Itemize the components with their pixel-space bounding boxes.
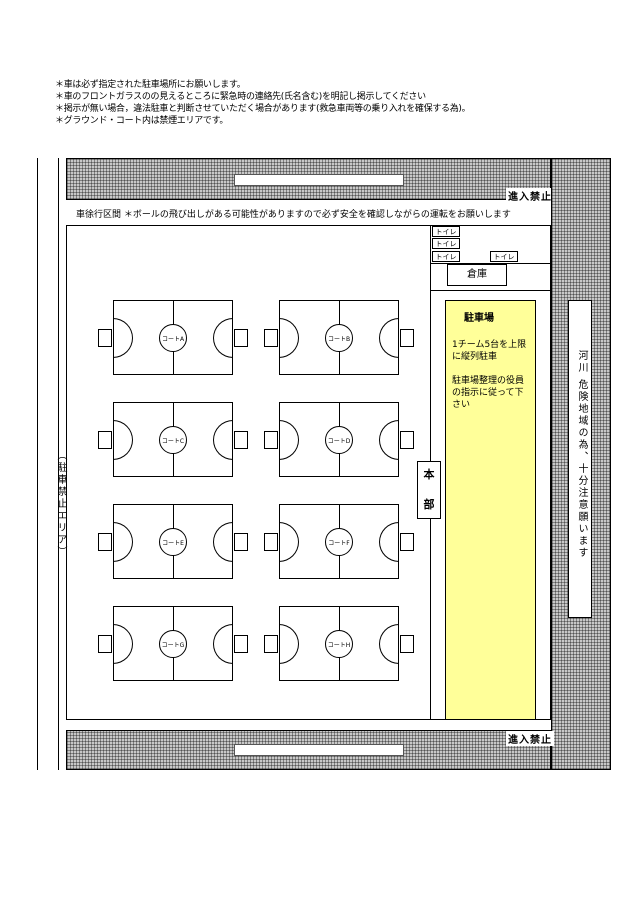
- center-circle: コートE: [159, 528, 187, 556]
- court-b: コートB: [264, 300, 414, 375]
- court-f: コートF: [264, 504, 414, 579]
- no-entry-bottom-label: 進入禁止: [506, 731, 554, 746]
- top-road-marking: [234, 174, 404, 186]
- center-circle: コートA: [159, 324, 187, 352]
- court-d: コートD: [264, 402, 414, 477]
- no-parking-area-label: （駐車禁止エリア）: [55, 450, 66, 558]
- center-circle: コートF: [325, 528, 353, 556]
- goal-right: [234, 533, 248, 551]
- court-e: コートE: [98, 504, 248, 579]
- parking-rule-2: 駐車場整理の役員の指示に従って下さい: [452, 376, 525, 410]
- parking-title: 駐車場: [464, 313, 494, 324]
- penalty-arc-left: [113, 318, 133, 358]
- note-line-4: ＊グラウンド・コート内は禁煙エリアです。: [55, 116, 229, 126]
- penalty-arc-right: [213, 318, 233, 358]
- goal-right: [400, 329, 414, 347]
- penalty-arc-right: [379, 318, 399, 358]
- center-circle: コートD: [325, 426, 353, 454]
- court-g: コートG: [98, 606, 248, 681]
- penalty-arc-left: [113, 522, 133, 562]
- toilet-3: トイレ: [432, 251, 460, 262]
- goal-left: [98, 329, 112, 347]
- headquarters: 本 部: [417, 461, 441, 519]
- main-ground-area: [66, 225, 551, 720]
- penalty-arc-right: [379, 420, 399, 460]
- river-label-box: [568, 300, 592, 618]
- center-circle: コートB: [325, 324, 353, 352]
- toilet-4: トイレ: [490, 251, 518, 262]
- goal-right: [234, 635, 248, 653]
- court-c: コートC: [98, 402, 248, 477]
- headquarters-char-1: 本: [423, 468, 435, 481]
- notes-block: ＊車は必ず指定された駐車場所にお願いします。 ＊車のフロントガラスのの見えるとこ…: [55, 79, 471, 127]
- bottom-road-marking: [234, 744, 404, 756]
- goal-right: [234, 329, 248, 347]
- penalty-arc-right: [213, 522, 233, 562]
- river-warning-label: 河川 危険地域の為、十分注意願います: [576, 350, 587, 560]
- penalty-arc-left: [113, 420, 133, 460]
- service-area-line-2: [430, 290, 551, 291]
- goal-left: [98, 431, 112, 449]
- slow-driving-note: 車徐行区間 ＊ボールの飛び出しがある可能性がありますので必ず安全を確認しながらの…: [76, 210, 511, 220]
- court-h: コートH: [264, 606, 414, 681]
- goal-left: [98, 635, 112, 653]
- goal-left: [264, 635, 278, 653]
- headquarters-char-2: 部: [423, 498, 435, 511]
- court-a: コートA: [98, 300, 248, 375]
- service-area-line: [430, 263, 551, 264]
- court-label: コートB: [327, 335, 351, 343]
- court-label: コートA: [161, 335, 185, 343]
- penalty-arc-right: [213, 624, 233, 664]
- no-entry-top-label: 進入禁止: [506, 188, 554, 203]
- center-circle: コートC: [159, 426, 187, 454]
- penalty-arc-left: [279, 318, 299, 358]
- court-label: コートF: [328, 539, 350, 547]
- goal-right: [400, 533, 414, 551]
- center-circle: コートH: [325, 630, 353, 658]
- parking-rule-1: 1チーム5台を上限に縦列駐車: [452, 340, 527, 362]
- left-boundary-line: [37, 158, 38, 770]
- goal-left: [98, 533, 112, 551]
- goal-left: [264, 329, 278, 347]
- penalty-arc-left: [113, 624, 133, 664]
- goal-left: [264, 431, 278, 449]
- center-circle: コートG: [159, 630, 187, 658]
- penalty-arc-left: [279, 522, 299, 562]
- goal-right: [400, 635, 414, 653]
- penalty-arc-right: [379, 522, 399, 562]
- toilet-1: トイレ: [432, 226, 460, 237]
- goal-right: [400, 431, 414, 449]
- warehouse: 倉庫: [447, 264, 507, 286]
- court-label: コートH: [327, 641, 351, 649]
- penalty-arc-left: [279, 420, 299, 460]
- note-line-1: ＊車は必ず指定された駐車場所にお願いします。: [55, 80, 246, 90]
- note-line-3: ＊掲示が無い場合，違法駐車と判断させていただく場合があります(救急車両等の乗り入…: [55, 104, 471, 114]
- note-line-2: ＊車のフロントガラスのの見えるところに緊急時の連絡先(氏名含む)を明記し掲示して…: [55, 92, 426, 102]
- inner-left-boundary-line: [58, 158, 59, 770]
- parking-area: 駐車場 1チーム5台を上限に縦列駐車 駐車場整理の役員の指示に従って下さい: [445, 300, 536, 720]
- penalty-arc-right: [379, 624, 399, 664]
- penalty-arc-left: [279, 624, 299, 664]
- court-label: コートE: [162, 539, 184, 547]
- court-label: コートG: [161, 641, 185, 649]
- penalty-arc-right: [213, 420, 233, 460]
- court-label: コートC: [161, 437, 185, 445]
- toilet-2: トイレ: [432, 238, 460, 249]
- court-label: コートD: [327, 437, 351, 445]
- goal-right: [234, 431, 248, 449]
- goal-left: [264, 533, 278, 551]
